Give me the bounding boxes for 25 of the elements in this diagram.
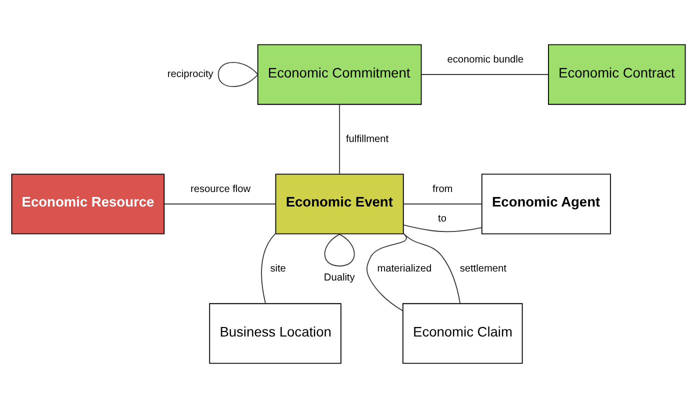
edge-label: settlement	[460, 263, 506, 274]
node-box: Economic Contract	[548, 44, 686, 105]
edge-label: from	[432, 184, 453, 195]
connector	[421, 74, 549, 75]
node-box: Business Location	[209, 303, 342, 364]
connector	[218, 62, 258, 88]
connector	[366, 233, 407, 312]
edge-label: site	[270, 263, 286, 274]
connector	[339, 104, 340, 174]
edge-label: fulfillment	[346, 134, 389, 145]
edge-label: resource flow	[190, 184, 251, 195]
node-box: Economic Commitment	[257, 44, 422, 105]
edge-label: reciprocity	[167, 69, 214, 80]
edge-label: Duality	[324, 272, 355, 284]
edge-label: to	[438, 213, 446, 224]
edge-label: materialized	[377, 263, 432, 274]
node-box: Economic Claim	[402, 303, 523, 364]
connector	[403, 233, 461, 304]
node-box: Economic Agent	[481, 174, 611, 234]
edge-label: economic bundle	[447, 54, 524, 66]
connector	[402, 224, 482, 232]
node-box: Economic Resource	[11, 174, 165, 234]
connector	[261, 233, 276, 304]
node-box: Economic Event	[275, 174, 404, 234]
connector	[324, 234, 355, 266]
